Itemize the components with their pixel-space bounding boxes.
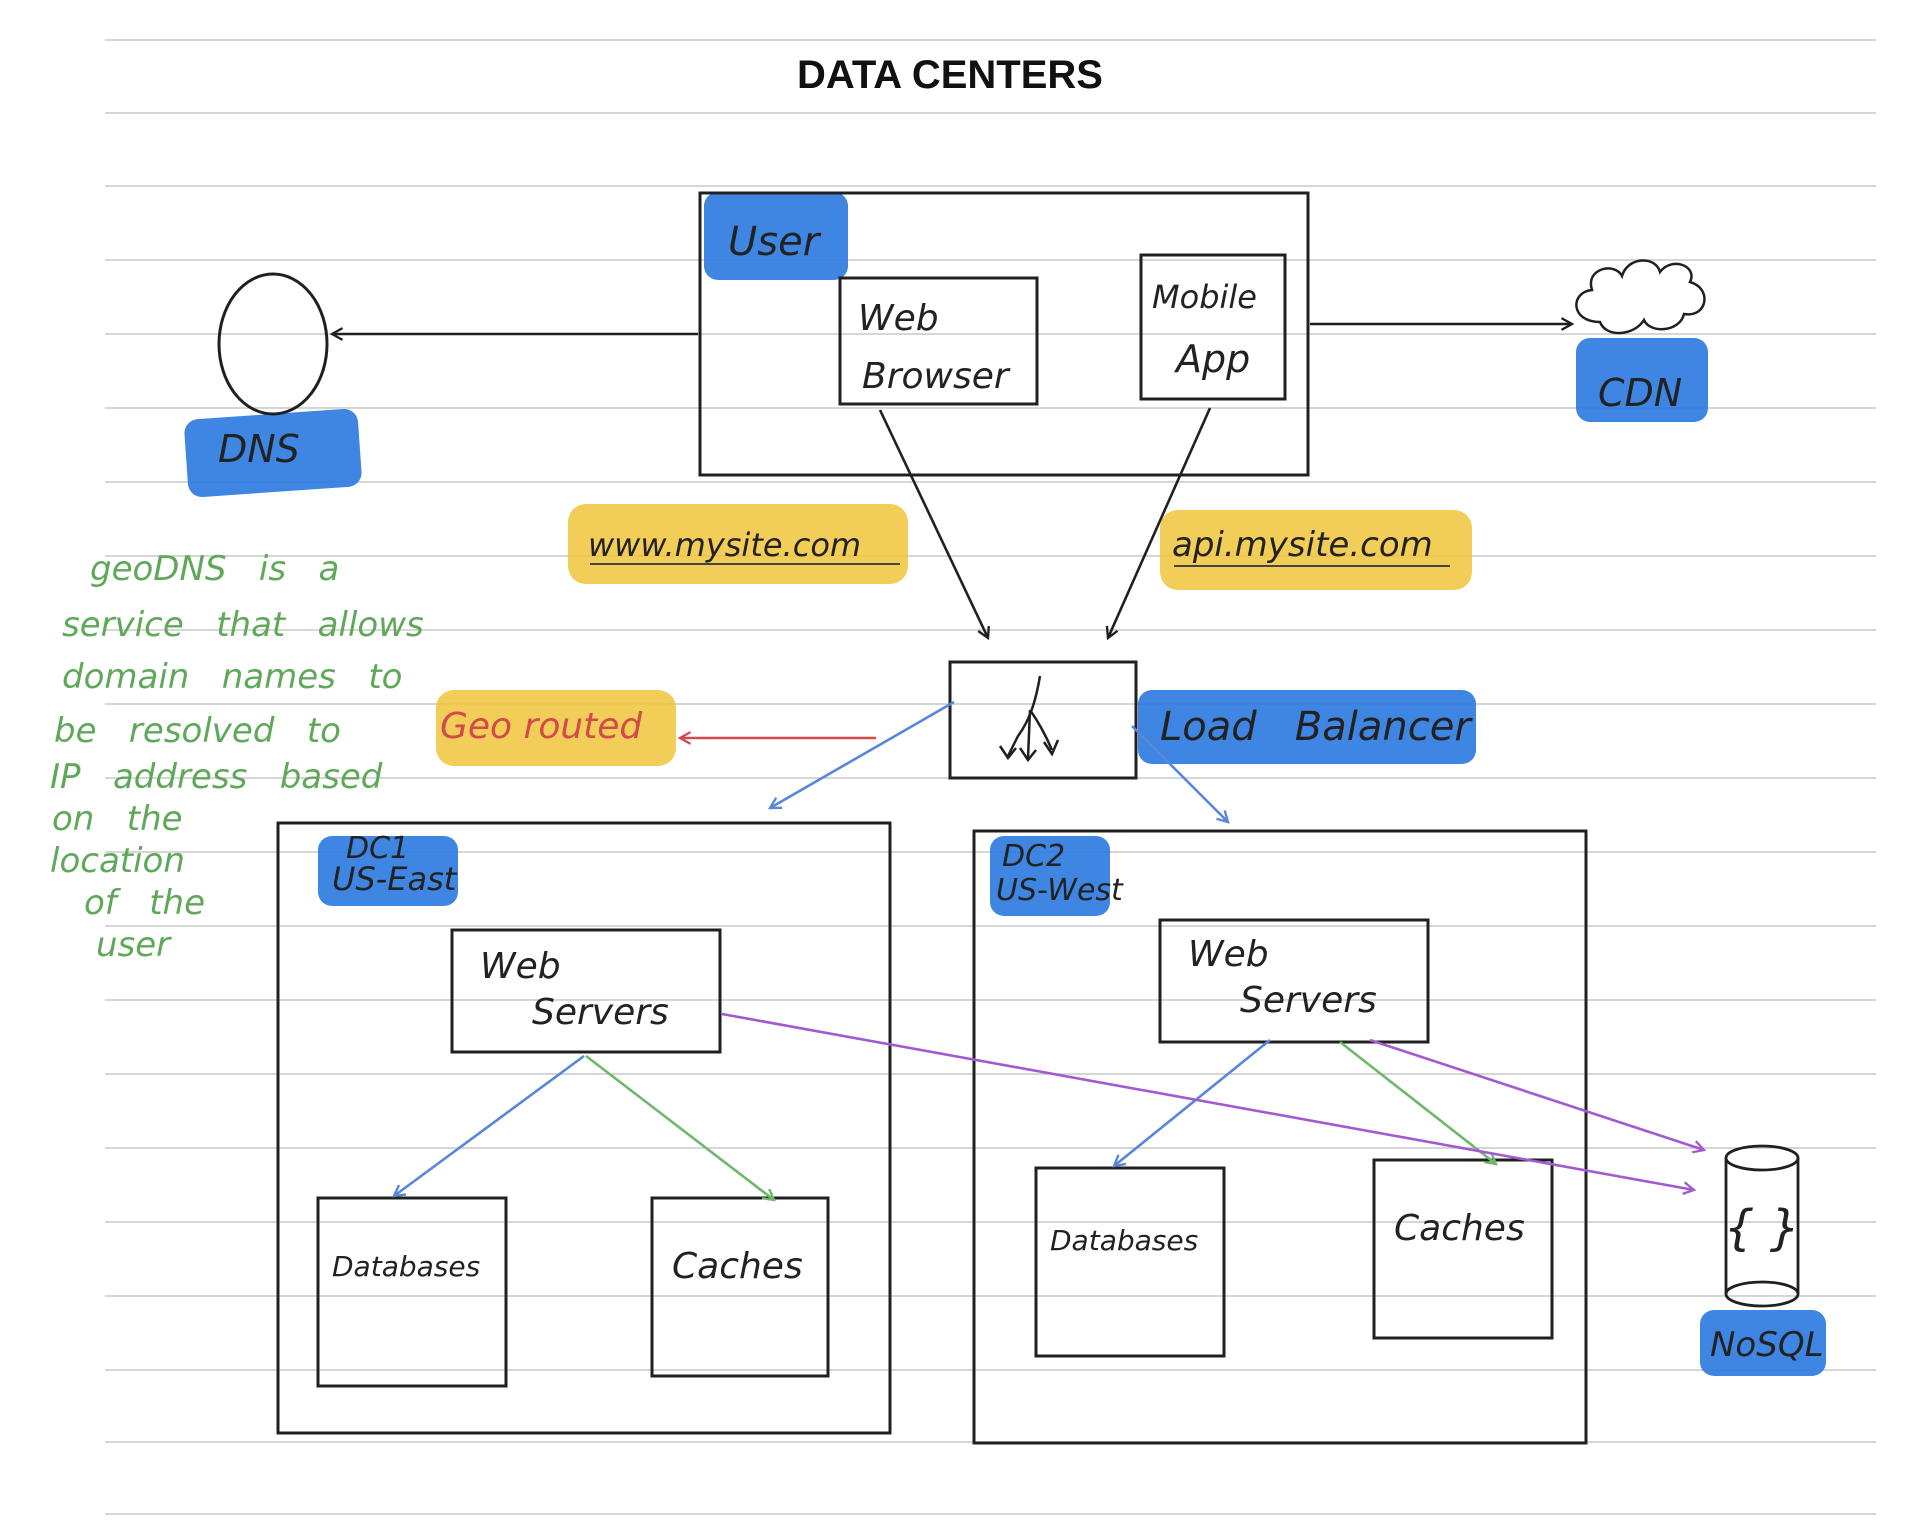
- dc2-box: [972, 829, 1588, 1445]
- dns-ellipse: [217, 272, 329, 416]
- web-browser-label-line1: Web: [858, 298, 939, 339]
- dc2-name: DC2: [1002, 839, 1065, 874]
- api-highlight: [1160, 510, 1472, 590]
- cdn-label: CDN: [1598, 371, 1682, 415]
- dc2-web-to-db-arrow: [1114, 1038, 1271, 1166]
- dc2-caches-box: [1372, 1158, 1554, 1340]
- dc1-databases-box: [316, 1196, 508, 1388]
- dc2-web-servers-line2: Servers: [1240, 980, 1377, 1021]
- dc2-web-to-nosql-arrow: [1369, 1038, 1704, 1150]
- note-line: geoDNS is a: [90, 549, 339, 589]
- dc2-region: US-West: [996, 873, 1124, 908]
- dc1-web-servers-box: [450, 928, 722, 1054]
- mobile-app-label-line1: Mobile: [1152, 278, 1257, 316]
- note-line: user: [96, 925, 172, 965]
- dc2-caches-label: Caches: [1394, 1208, 1525, 1249]
- dc1-web-to-cache-arrow: [585, 1054, 774, 1200]
- note-line: location: [50, 841, 185, 881]
- note-line: domain names to: [62, 657, 402, 697]
- dc1-caches-label: Caches: [672, 1246, 803, 1287]
- dc1-caches-box: [650, 1196, 830, 1378]
- load-balancer-label: Load Balancer: [1160, 704, 1473, 750]
- load-balancer-icon: [998, 675, 1060, 763]
- dc2-highlight: [990, 836, 1110, 916]
- www-domain-label: www.mysite.com: [588, 526, 861, 564]
- dc1-box: [276, 821, 892, 1435]
- note-line: of the: [84, 883, 205, 923]
- cdn-cloud-icon: [1575, 259, 1706, 335]
- web-browser-box: [838, 276, 1039, 406]
- geodns-note: geoDNS is a service that allows domain n…: [50, 549, 424, 965]
- user-box: [698, 191, 1310, 477]
- dc1-databases-label: Databases: [332, 1250, 480, 1283]
- cdn-highlight: [1576, 338, 1708, 422]
- lb-to-dc2-arrow: [1131, 725, 1228, 822]
- dc1-web-servers-line1: Web: [480, 946, 561, 987]
- note-line: service that allows: [62, 605, 424, 645]
- web-browser-label-line2: Browser: [862, 356, 1011, 397]
- geo-highlight: [436, 690, 676, 766]
- dc1-region: US-East: [332, 860, 458, 898]
- dc1-web-servers-line2: Servers: [532, 992, 669, 1033]
- geo-routed-label: Geo routed: [440, 706, 643, 747]
- dc2-web-to-cache-arrow: [1339, 1040, 1496, 1164]
- nosql-label: NoSQL: [1710, 1325, 1824, 1365]
- mobile-app-box: [1139, 253, 1287, 401]
- note-line: IP address based: [50, 757, 383, 797]
- note-line: on the: [52, 799, 183, 839]
- dns-label: DNS: [218, 427, 300, 471]
- dc2-web-servers-line1: Web: [1188, 934, 1269, 975]
- nosql-highlight: [1700, 1310, 1826, 1376]
- user-highlight: [704, 192, 848, 280]
- page-title: DATA CENTERS: [797, 53, 1103, 97]
- dc2-databases-box: [1034, 1166, 1226, 1358]
- lb-to-dc1-arrow: [770, 700, 955, 808]
- api-domain-label: api.mysite.com: [1172, 525, 1433, 565]
- dc1-web-to-db-arrow: [394, 1054, 585, 1196]
- nosql-cylinder-icon: [1724, 1144, 1800, 1308]
- dc1-web-to-nosql-arrow: [721, 1012, 1694, 1190]
- mobile-app-label-line2: App: [1173, 337, 1250, 381]
- browser-to-lb-arrow: [878, 409, 988, 638]
- dc1-highlight: [318, 836, 458, 906]
- user-label: User: [728, 219, 822, 265]
- dc2-web-servers-box: [1158, 918, 1430, 1044]
- app-to-lb-arrow: [1108, 407, 1212, 638]
- dns-highlight: [184, 408, 362, 498]
- lb-highlight: [1138, 690, 1476, 764]
- note-line: be resolved to: [54, 711, 341, 751]
- dc1-name: DC1: [346, 831, 409, 866]
- nosql-symbol: { }: [1724, 1200, 1800, 1256]
- dc2-databases-label: Databases: [1050, 1224, 1198, 1257]
- load-balancer-box: [948, 660, 1138, 780]
